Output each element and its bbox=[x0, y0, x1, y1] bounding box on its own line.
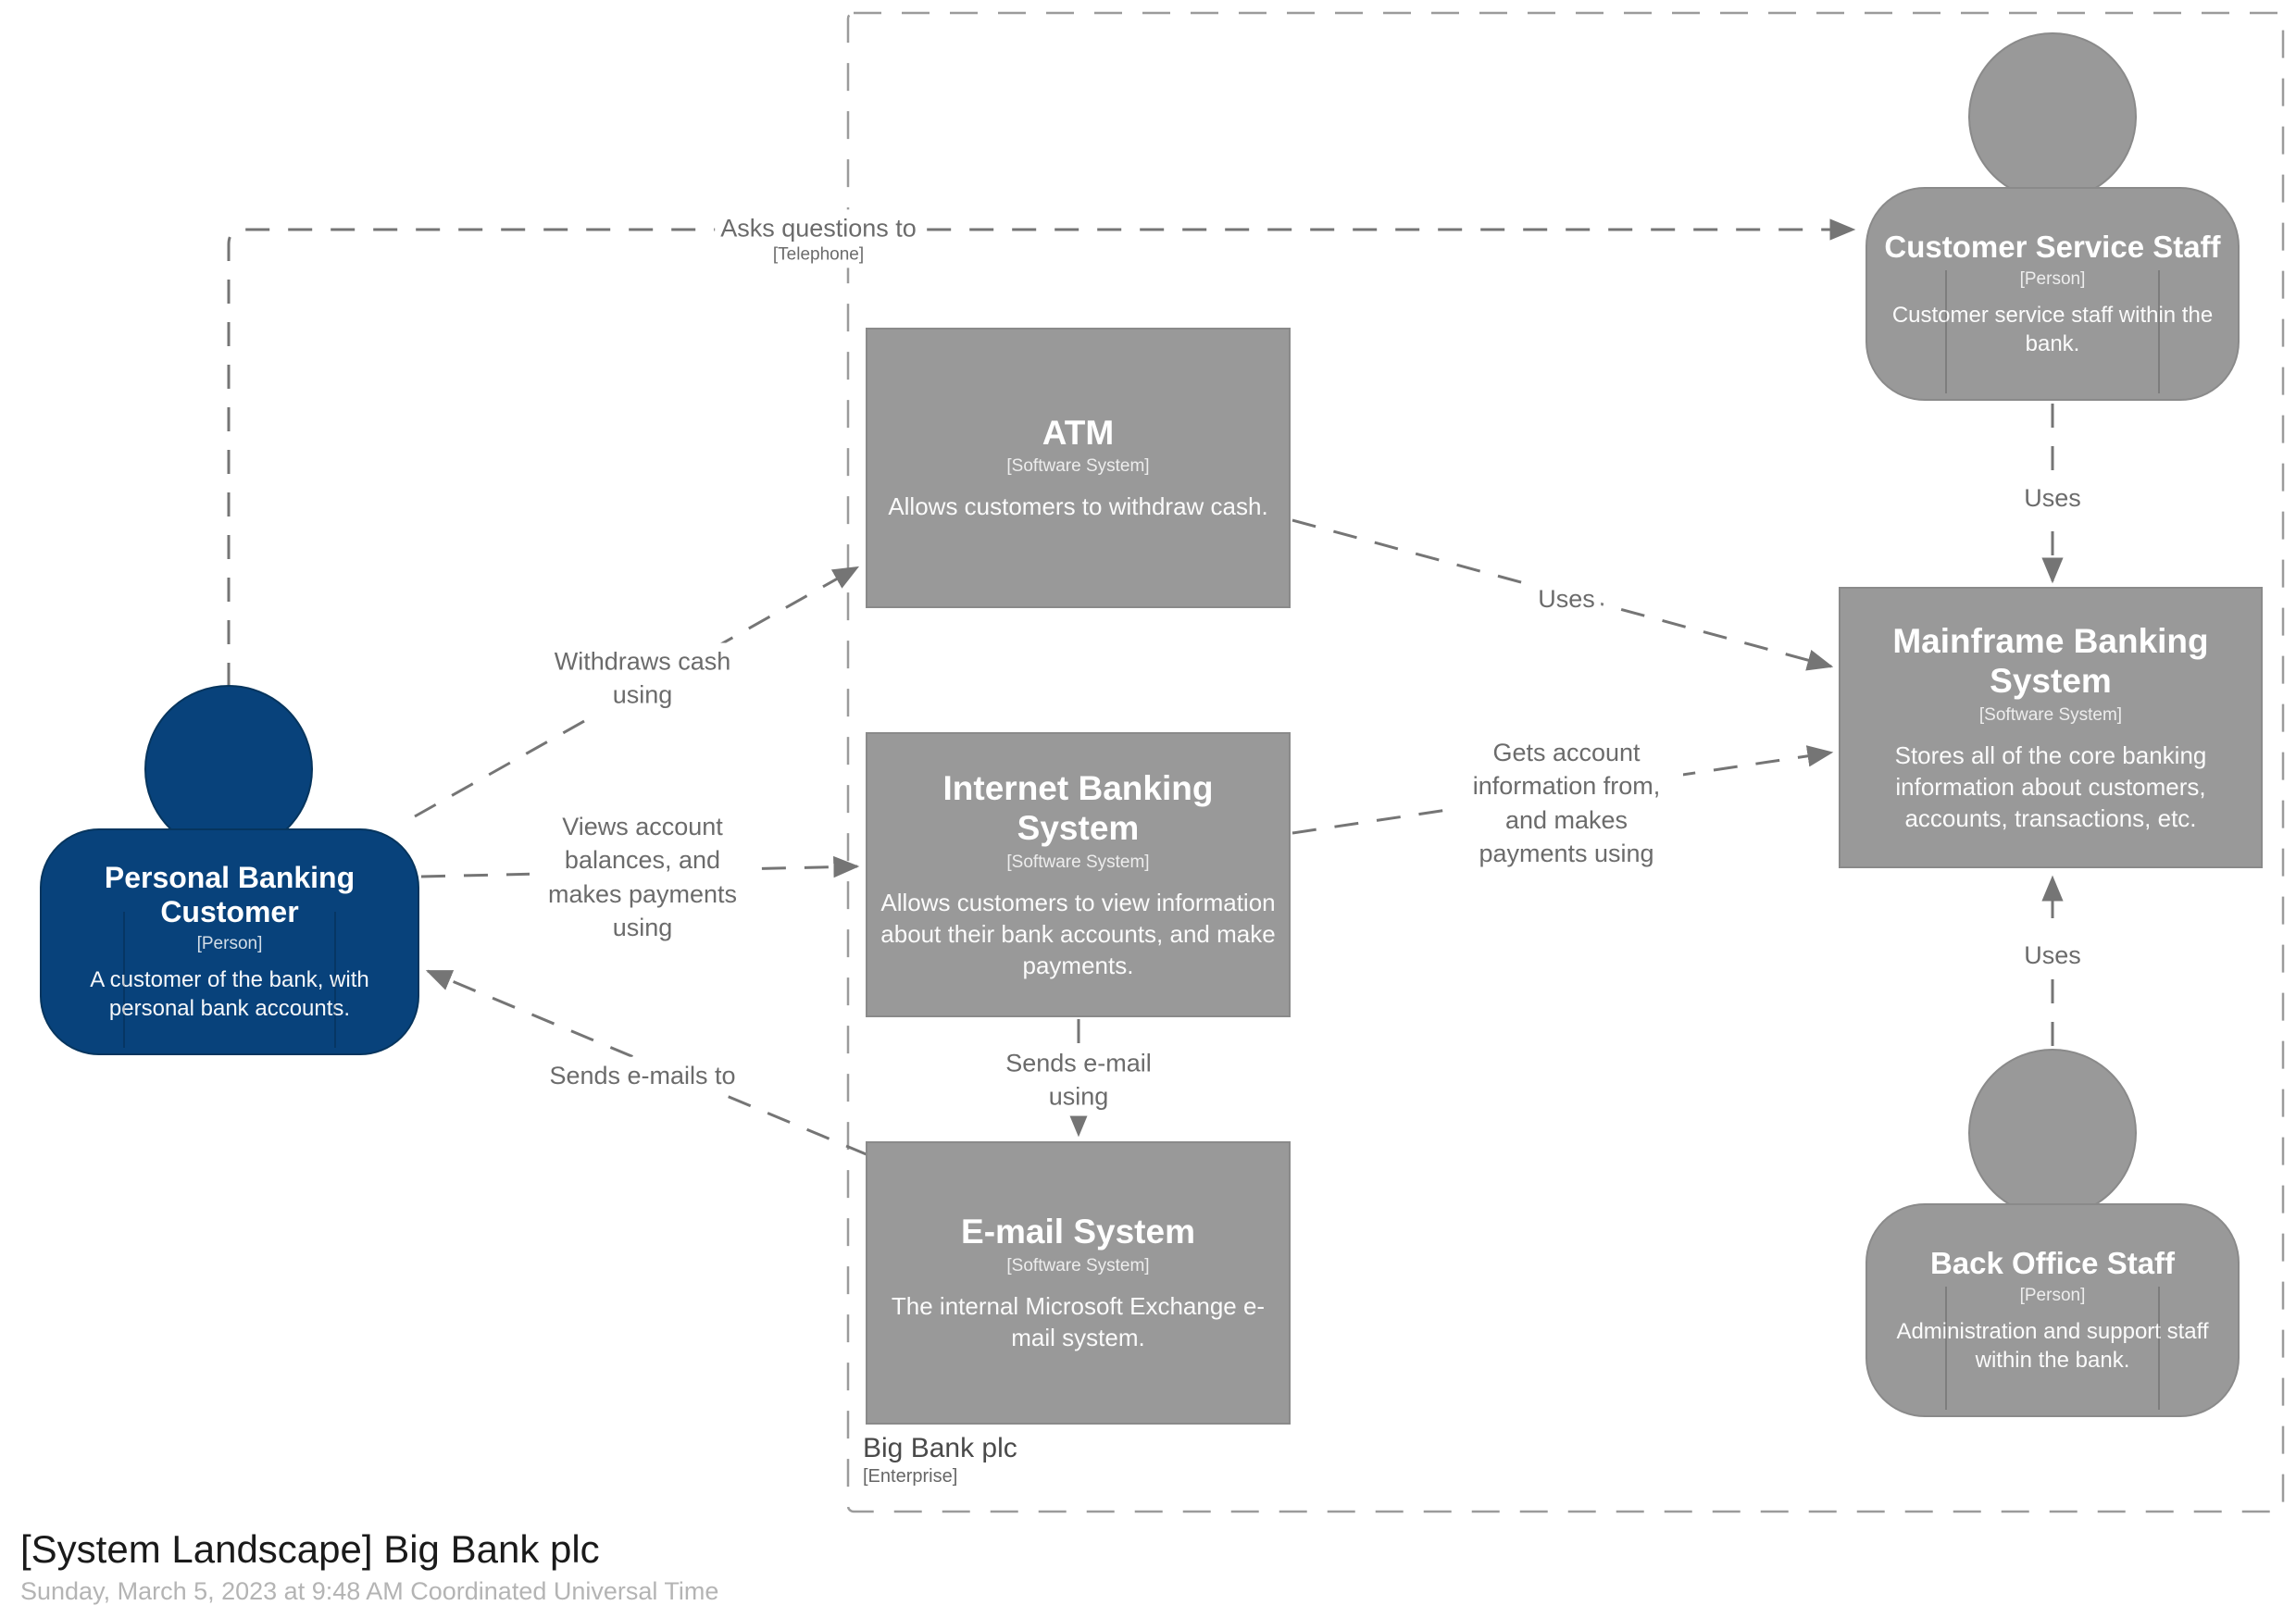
person-arm-line bbox=[1945, 1287, 1947, 1410]
element-name: ATM bbox=[1042, 413, 1115, 452]
person-arm-line bbox=[2158, 270, 2160, 393]
element-description: Customer service staff within the bank. bbox=[1891, 302, 2214, 356]
person-head bbox=[1968, 1049, 2137, 1217]
element-name: Internet Banking System bbox=[942, 768, 1214, 848]
element-description: Allows customers to withdraw cash. bbox=[888, 492, 1268, 521]
person-head bbox=[144, 685, 313, 853]
element-name: Customer Service Staff bbox=[1884, 229, 2221, 264]
diagram-title: [System Landscape] Big Bank plc bbox=[20, 1527, 600, 1571]
rel-asks-questions-line bbox=[227, 218, 1856, 687]
enterprise-boundary-label: Big Bank plc [Enterprise] bbox=[863, 1433, 1017, 1487]
element-meta: [Person] bbox=[2019, 1285, 2086, 1305]
element-meta: [Software System] bbox=[1978, 704, 2123, 725]
element-name: E-mail System bbox=[961, 1213, 1195, 1251]
rel-label-withdraws-cash: Withdraws cash using bbox=[537, 642, 748, 715]
element-description: Allows customers to view information abo… bbox=[880, 888, 1276, 979]
person-head bbox=[1968, 32, 2137, 201]
rel-label-asks-questions: Asks questions to [Telephone] bbox=[715, 209, 922, 268]
rel-label-back-office-uses: Uses bbox=[2018, 936, 2087, 975]
node-back-office-staff[interactable]: Back Office Staff [Person] Administratio… bbox=[1866, 1049, 2240, 1417]
enterprise-meta: [Enterprise] bbox=[863, 1466, 958, 1487]
node-internet-banking-system[interactable]: Internet Banking System [Software System… bbox=[866, 732, 1291, 1017]
element-meta: [Person] bbox=[196, 934, 263, 954]
element-name: Mainframe Banking System bbox=[1892, 621, 2209, 701]
enterprise-name: Big Bank plc bbox=[863, 1433, 1017, 1463]
element-description: The internal Microsoft Exchange e-mail s… bbox=[891, 1292, 1266, 1351]
person-arm-line bbox=[1945, 270, 1947, 393]
rel-label-customer-service-uses: Uses bbox=[2018, 479, 2087, 517]
node-atm[interactable]: ATM [Software System] Allows customers t… bbox=[866, 328, 1291, 608]
rel-label-gets-account-info: Gets account information from, and makes… bbox=[1450, 734, 1683, 873]
element-meta: [Software System] bbox=[1006, 852, 1150, 872]
node-personal-banking-customer[interactable]: Personal Banking Customer [Person] A cus… bbox=[40, 685, 419, 1055]
rel-label-atm-uses: Uses bbox=[1532, 579, 1601, 618]
person-arm-line bbox=[2158, 1287, 2160, 1410]
element-name: Personal Banking Customer bbox=[104, 860, 356, 929]
element-description: A customer of the bank, with personal ba… bbox=[90, 967, 369, 1022]
person-body: Back Office Staff [Person] Administratio… bbox=[1866, 1203, 2240, 1417]
rel-label-sends-email-using: Sends e-mail using bbox=[987, 1044, 1170, 1116]
enterprise-boundary bbox=[846, 11, 2285, 1513]
node-email-system[interactable]: E-mail System [Software System] The inte… bbox=[866, 1141, 1291, 1425]
diagram-title-block: [System Landscape] Big Bank plc Sunday, … bbox=[20, 1527, 718, 1606]
person-arm-line bbox=[334, 912, 336, 1048]
rel-label-sends-emails-to: Sends e-mails to bbox=[543, 1056, 742, 1095]
diagram-timestamp: Sunday, March 5, 2023 at 9:48 AM Coordin… bbox=[20, 1577, 719, 1605]
element-meta: [Software System] bbox=[1006, 456, 1150, 477]
rel-label-views-balances: Views account balances, and makes paymen… bbox=[530, 808, 755, 947]
element-meta: [Software System] bbox=[1006, 1256, 1150, 1276]
person-body: Personal Banking Customer [Person] A cus… bbox=[40, 828, 419, 1055]
element-name: Back Office Staff bbox=[1929, 1245, 2176, 1280]
node-customer-service-staff[interactable]: Customer Service Staff [Person] Customer… bbox=[1866, 32, 2240, 401]
node-mainframe-banking-system[interactable]: Mainframe Banking System [Software Syste… bbox=[1839, 587, 2263, 868]
person-arm-line bbox=[123, 912, 125, 1048]
element-description: Stores all of the core banking informati… bbox=[1894, 741, 2207, 832]
person-body: Customer Service Staff [Person] Customer… bbox=[1866, 187, 2240, 401]
element-description: Administration and support staff within … bbox=[1896, 1318, 2209, 1373]
element-meta: [Person] bbox=[2019, 268, 2086, 289]
rel-sends-emails-to-line bbox=[425, 969, 869, 1157]
